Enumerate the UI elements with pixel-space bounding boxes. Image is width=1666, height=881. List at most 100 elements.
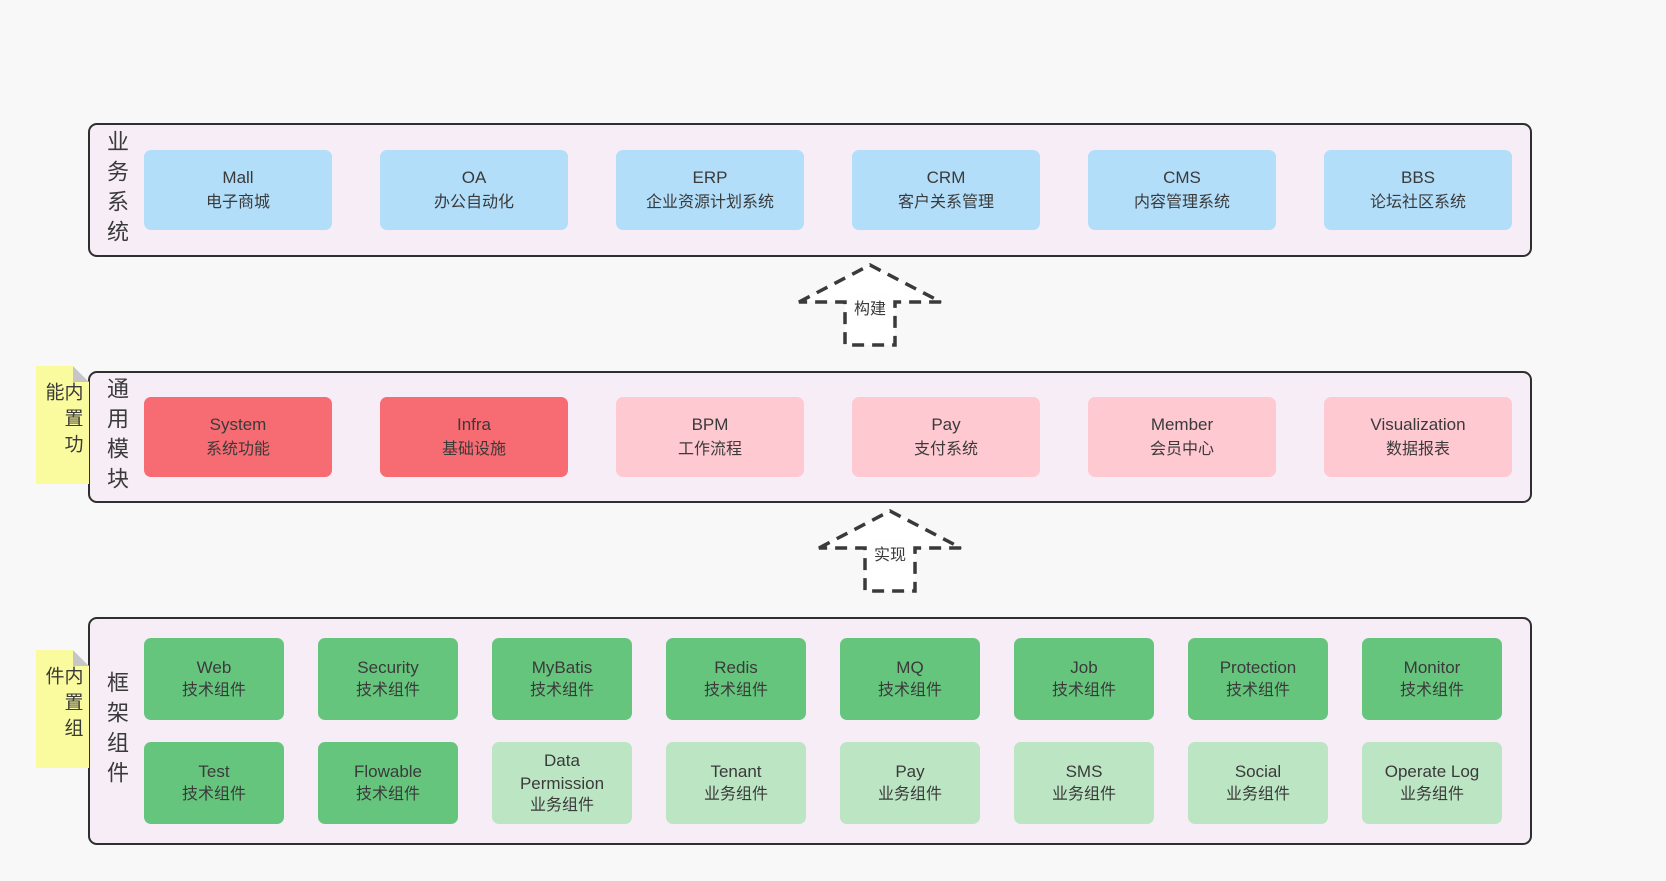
component-box: Social 业务组件 <box>1188 742 1328 824</box>
implement-arrow: 实现 <box>815 507 965 595</box>
component-box: Security 技术组件 <box>318 638 458 720</box>
box-subtitle: 技术组件 <box>1399 681 1464 699</box>
component-box: Test 技术组件 <box>144 742 284 824</box>
box-title: System <box>209 415 267 435</box>
note-text: 内置组件 <box>42 666 83 744</box>
box-title: Data Permission <box>519 750 605 793</box>
component-box: Redis 技术组件 <box>666 638 806 720</box>
box-title: Pay <box>931 415 961 435</box>
business-systems-row: Mall 电子商城 OA 办公自动化 ERP 企业资源计划系统 CRM 客户关系… <box>144 150 1512 230</box>
box-subtitle: 技术组件 <box>877 681 942 699</box>
box-title: OA <box>461 168 487 188</box>
box-subtitle: 技术组件 <box>529 681 594 699</box>
band-label-common-modules: 通用模块 <box>104 377 129 497</box>
system-box: ERP 企业资源计划系统 <box>616 150 804 230</box>
box-subtitle: 内容管理系统 <box>1133 193 1230 211</box>
framework-row-2: Test 技术组件 Flowable 技术组件 Data Permission … <box>144 742 1502 824</box>
box-subtitle: 技术组件 <box>181 681 246 699</box>
box-title: Tenant <box>710 762 762 782</box>
component-box: Operate Log 业务组件 <box>1362 742 1502 824</box>
component-box: Data Permission 业务组件 <box>492 742 632 824</box>
box-title: Infra <box>456 415 492 435</box>
component-box: Job 技术组件 <box>1014 638 1154 720</box>
box-title: Job <box>1070 658 1098 678</box>
framework-row-1: Web 技术组件 Security 技术组件 MyBatis 技术组件 Redi… <box>144 638 1502 720</box>
box-title: Flowable <box>353 762 423 782</box>
box-title: Monitor <box>1403 658 1461 678</box>
box-title: Web <box>196 658 232 678</box>
module-box: Infra 基础设施 <box>380 397 568 477</box>
box-subtitle: 客户关系管理 <box>897 193 994 211</box>
build-arrow-label: 构建 <box>850 294 890 320</box>
module-box: Member 会员中心 <box>1088 397 1276 477</box>
box-title: CRM <box>926 168 966 188</box>
component-box: SMS 业务组件 <box>1014 742 1154 824</box>
module-box: BPM 工作流程 <box>616 397 804 477</box>
implement-arrow-label: 实现 <box>870 540 910 566</box>
common-modules-row: System 系统功能 Infra 基础设施 BPM 工作流程 Pay 支付系统… <box>144 397 1512 477</box>
box-subtitle: 业务组件 <box>1225 785 1290 803</box>
component-box: Protection 技术组件 <box>1188 638 1328 720</box>
band-framework-components: 框架组件 Web 技术组件 Security 技术组件 MyBatis 技术组件… <box>88 617 1532 845</box>
box-subtitle: 工作流程 <box>677 440 742 458</box>
box-title: Pay <box>895 762 925 782</box>
box-title: MQ <box>896 658 924 678</box>
band-common-modules: 通用模块 System 系统功能 Infra 基础设施 BPM 工作流程 Pay… <box>88 371 1532 503</box>
box-subtitle: 技术组件 <box>703 681 768 699</box>
sticky-note-builtin-features: 内置功能 <box>36 366 89 484</box>
box-subtitle: 数据报表 <box>1385 440 1450 458</box>
system-box: CRM 客户关系管理 <box>852 150 1040 230</box>
box-subtitle: 技术组件 <box>355 785 420 803</box>
box-subtitle: 业务组件 <box>877 785 942 803</box>
box-subtitle: 技术组件 <box>355 681 420 699</box>
component-box: MyBatis 技术组件 <box>492 638 632 720</box>
box-title: MyBatis <box>531 658 593 678</box>
box-title: Visualization <box>1370 415 1466 435</box>
box-subtitle: 支付系统 <box>913 440 978 458</box>
box-title: Redis <box>714 658 758 678</box>
system-box: Mall 电子商城 <box>144 150 332 230</box>
note-fold-corner <box>73 650 89 666</box>
band-label-framework-components: 框架组件 <box>104 671 129 791</box>
box-subtitle: 电子商城 <box>205 193 270 211</box>
module-box: Visualization 数据报表 <box>1324 397 1512 477</box>
box-subtitle: 技术组件 <box>181 785 246 803</box>
box-subtitle: 业务组件 <box>1051 785 1116 803</box>
note-fold-corner <box>73 366 89 382</box>
component-box: MQ 技术组件 <box>840 638 980 720</box>
component-box: Monitor 技术组件 <box>1362 638 1502 720</box>
box-subtitle: 会员中心 <box>1149 440 1214 458</box>
box-title: Test <box>198 762 230 782</box>
band-label-business-systems: 业务系统 <box>104 130 129 250</box>
box-title: ERP <box>692 168 728 188</box>
component-box: Pay 业务组件 <box>840 742 980 824</box>
framework-components-grid: Web 技术组件 Security 技术组件 MyBatis 技术组件 Redi… <box>144 638 1502 824</box>
system-box: CMS 内容管理系统 <box>1088 150 1276 230</box>
box-title: Protection <box>1219 658 1297 678</box>
box-title: SMS <box>1065 762 1103 782</box>
system-box: OA 办公自动化 <box>380 150 568 230</box>
component-box: Tenant 业务组件 <box>666 742 806 824</box>
box-title: Member <box>1150 415 1214 435</box>
box-title: CMS <box>1163 168 1201 188</box>
box-subtitle: 业务组件 <box>703 785 768 803</box>
build-arrow: 构建 <box>795 261 945 349</box>
box-title: BBS <box>1400 168 1436 188</box>
box-title: Security <box>357 658 419 678</box>
box-subtitle: 办公自动化 <box>433 193 514 211</box>
box-subtitle: 系统功能 <box>205 440 270 458</box>
box-subtitle: 技术组件 <box>1051 681 1116 699</box>
module-box: Pay 支付系统 <box>852 397 1040 477</box>
note-text: 内置功能 <box>42 382 83 460</box>
box-subtitle: 业务组件 <box>1399 785 1464 803</box>
box-subtitle: 业务组件 <box>529 797 594 815</box>
box-subtitle: 企业资源计划系统 <box>645 193 774 211</box>
sticky-note-builtin-components: 内置组件 <box>36 650 89 768</box>
box-title: Operate Log <box>1384 762 1480 782</box>
box-title: BPM <box>691 415 729 435</box>
system-box: BBS 论坛社区系统 <box>1324 150 1512 230</box>
box-title: Social <box>1234 762 1282 782</box>
box-subtitle: 论坛社区系统 <box>1369 193 1466 211</box>
band-business-systems: 业务系统 Mall 电子商城 OA 办公自动化 ERP 企业资源计划系统 CRM… <box>88 123 1532 257</box>
